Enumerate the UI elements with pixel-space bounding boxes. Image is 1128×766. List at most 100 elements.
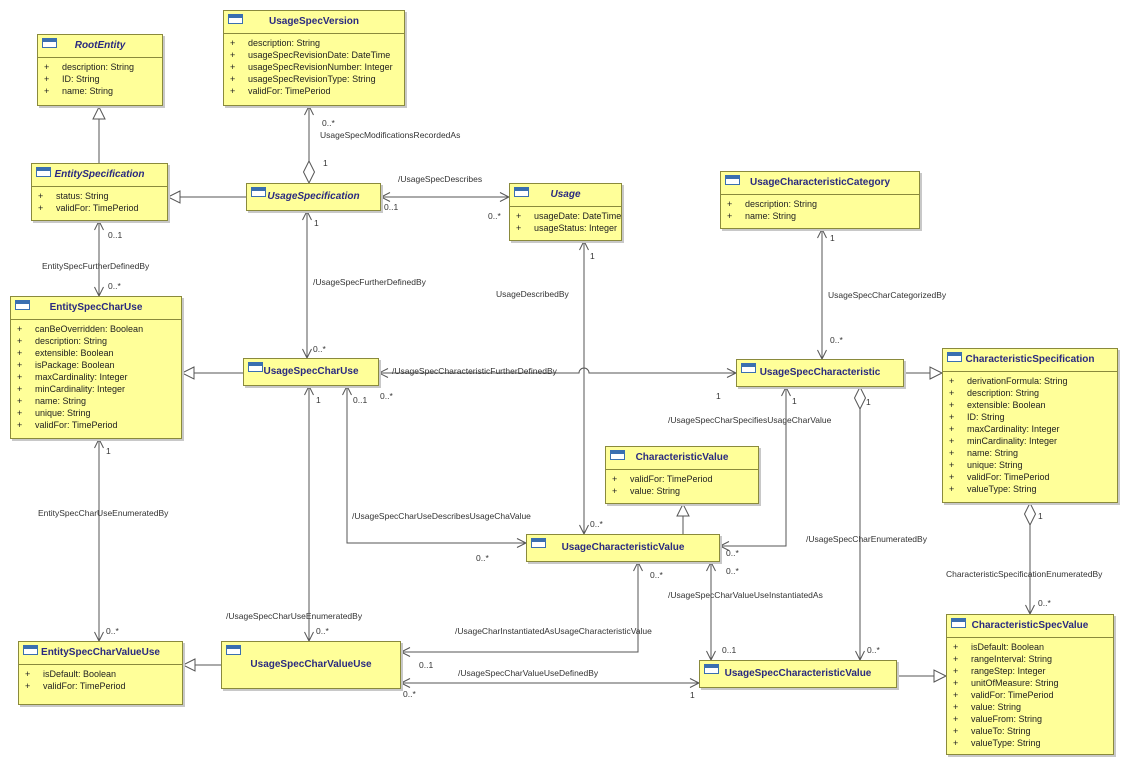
class-usage-specification[interactable]: UsageSpecification (246, 183, 381, 211)
visibility-marker: + (25, 681, 31, 691)
visibility-marker: + (727, 199, 733, 209)
class-usage-spec-characteristic[interactable]: UsageSpecCharacteristic (736, 359, 904, 387)
relationship-association[interactable] (399, 560, 643, 657)
visibility-marker: + (17, 396, 23, 406)
relationship-generalization[interactable] (181, 658, 221, 672)
attribute-row: +valueType: String (953, 737, 1111, 749)
attribute-list: +status: String+validFor: TimePeriod (32, 187, 167, 216)
visibility-marker: + (949, 472, 955, 482)
relationship-generalization[interactable] (897, 669, 948, 683)
relationship-generalization[interactable] (180, 366, 243, 380)
class-name: EntitySpecCharUse (49, 302, 143, 313)
attribute-text: minCardinality: Integer (35, 384, 126, 394)
attribute-row: +unique: String (949, 459, 1115, 471)
multiplicity-label: 1 (590, 251, 595, 261)
class-characteristic-value[interactable]: CharacteristicValue+validFor: TimePeriod… (605, 446, 759, 504)
relationship-association[interactable] (817, 227, 827, 361)
relationship-association[interactable] (399, 678, 701, 688)
class-entity-specification[interactable]: EntitySpecification+status: String+valid… (31, 163, 168, 221)
class-entity-spec-char-use[interactable]: EntitySpecCharUse+canBeOverridden: Boole… (10, 296, 182, 439)
multiplicity-label: 0..* (830, 335, 843, 345)
multiplicity-label: 0..* (590, 519, 603, 529)
class-characteristic-spec-value[interactable]: CharacteristicSpecValue+isDefault: Boole… (946, 614, 1114, 755)
attribute-row: +valueFrom: String (953, 713, 1111, 725)
generalization-arrowhead (92, 105, 106, 120)
multiplicity-label: 0..* (488, 211, 501, 221)
relationship-association[interactable] (94, 437, 104, 643)
relationship-generalization[interactable] (676, 502, 690, 534)
class-entity-spec-char-value-use[interactable]: EntitySpecCharValueUse+isDefault: Boolea… (18, 641, 183, 705)
relationship-generalization[interactable] (166, 190, 246, 204)
class-usage-spec-char-value-use[interactable]: UsageSpecCharValueUse (221, 641, 401, 689)
attribute-row: +usageSpecRevisionNumber: Integer (230, 61, 402, 73)
visibility-marker: + (949, 412, 955, 422)
relationship-generalization[interactable] (92, 105, 106, 163)
class-header: Usage (510, 184, 621, 207)
attribute-text: isPackage: Boolean (35, 360, 115, 370)
relationship-association[interactable] (579, 239, 589, 536)
relationship-aggregation[interactable] (1023, 501, 1037, 616)
attribute-text: name: String (35, 396, 87, 406)
attribute-list: +description: String+ID: String+name: St… (38, 58, 162, 99)
visibility-marker: + (17, 324, 23, 334)
navigability-arrowhead (706, 560, 716, 572)
class-icon (36, 167, 51, 177)
relationship-aggregation[interactable] (302, 104, 316, 185)
relationship-generalization[interactable] (904, 366, 944, 380)
navigability-arrowhead (817, 227, 827, 239)
relationship-association[interactable] (706, 560, 716, 662)
class-header: RootEntity (38, 35, 162, 58)
attribute-text: validFor: TimePeriod (630, 474, 713, 484)
class-usage-characteristic-category[interactable]: UsageCharacteristicCategory +description:… (720, 171, 920, 229)
relationship-association[interactable] (304, 384, 314, 643)
class-usage[interactable]: Usage+usageDate: DateTime+usageStatus: I… (509, 183, 622, 241)
class-root-entity[interactable]: RootEntity +description: String+ID: Strin… (37, 34, 163, 106)
class-usage-characteristic-value[interactable]: UsageCharacteristicValue (526, 534, 720, 562)
attribute-text: validFor: TimePeriod (967, 472, 1050, 482)
class-usage-spec-char-use[interactable]: UsageSpecCharUse (243, 358, 379, 386)
class-icon (741, 363, 756, 373)
relationship-aggregation[interactable] (853, 385, 867, 662)
class-name: UsageCharacteristicCategory (749, 177, 891, 188)
class-name: UsageCharacteristicValue (561, 542, 685, 553)
relationship-association[interactable] (718, 385, 791, 551)
class-icon (947, 352, 962, 362)
attribute-text: valueType: String (971, 738, 1041, 748)
attribute-text: maxCardinality: Integer (35, 372, 128, 382)
attribute-row: +description: String (727, 198, 917, 210)
multiplicity-label: 1 (1038, 511, 1043, 521)
attribute-row: +usageSpecRevisionDate: DateTime (230, 49, 402, 61)
attribute-row: +value: String (612, 485, 756, 497)
visibility-marker: + (953, 666, 959, 676)
class-characteristic-specification[interactable]: CharacteristicSpecification+derivationFo… (942, 348, 1118, 503)
multiplicity-label: 0..* (313, 344, 326, 354)
relationship-association[interactable] (94, 219, 104, 298)
attribute-text: validFor: TimePeriod (248, 86, 331, 96)
class-header: EntitySpecCharUse (11, 297, 181, 320)
visibility-marker: + (230, 74, 236, 84)
class-name: UsageSpecCharUse (263, 366, 359, 377)
multiplicity-label: 0..* (316, 626, 329, 636)
relationship-association[interactable] (302, 209, 312, 360)
navigability-arrowhead (781, 385, 791, 397)
attribute-row: +description: String (17, 335, 179, 347)
generalization-arrowhead (933, 669, 948, 683)
class-usage-spec-version[interactable]: UsageSpecVersion+description: String+usa… (223, 10, 405, 106)
class-icon (42, 38, 57, 48)
visibility-marker: + (949, 436, 955, 446)
association-label: /UsageSpecCharValueUseDefinedBy (458, 668, 599, 678)
attribute-text: name: String (62, 86, 114, 96)
attribute-row: +status: String (38, 190, 165, 202)
association-label: /UsageSpecCharSpecifiesUsageCharValue (668, 415, 832, 425)
class-name: RootEntity (74, 40, 126, 51)
class-usage-spec-characteristic-value[interactable]: UsageSpecCharacteristicValue (699, 660, 897, 688)
class-icon (725, 175, 740, 185)
visibility-marker: + (17, 360, 23, 370)
attribute-row: +minCardinality: Integer (17, 383, 179, 395)
relationship-association[interactable] (379, 192, 511, 202)
relationship-association[interactable] (342, 384, 528, 548)
attribute-list: +isDefault: Boolean+validFor: TimePeriod (19, 665, 182, 694)
generalization-arrowhead (180, 366, 195, 380)
multiplicity-label: 0..* (476, 553, 489, 563)
